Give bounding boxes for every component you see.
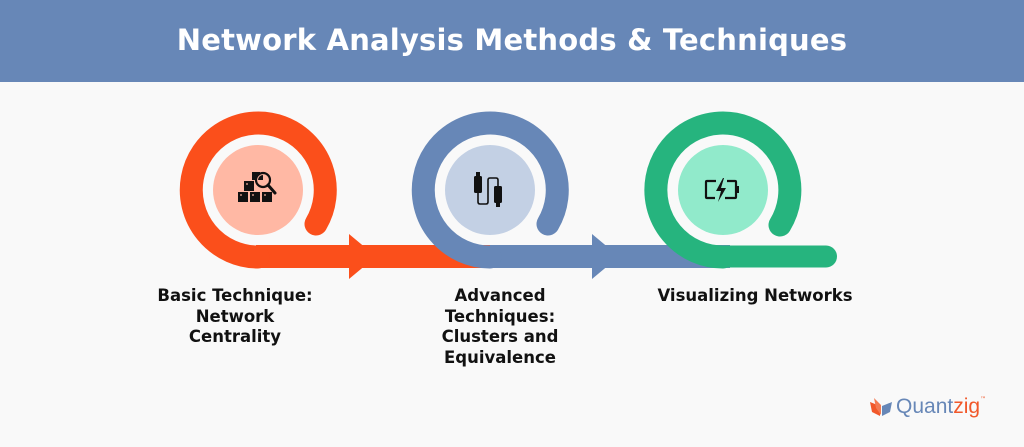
step-2-ring — [411, 111, 569, 269]
boxes-magnifier-icon — [238, 171, 277, 202]
step-3-ring — [644, 111, 802, 269]
logo-trademark: ™ — [980, 396, 987, 403]
step-1-arrowhead — [349, 234, 376, 279]
step-2-arrowhead — [592, 234, 619, 279]
step-2-loop — [411, 111, 730, 279]
step-3-loop — [644, 111, 837, 269]
page-title: Network Analysis Methods & Techniques — [176, 23, 848, 57]
header-banner: Network Analysis Methods & Techniques — [0, 0, 1024, 82]
step-3-label: Visualizing Networks — [657, 286, 853, 305]
step-2-inner-circle — [445, 145, 535, 235]
battery-charging-icon — [704, 178, 739, 202]
cable-connector-icon — [474, 172, 502, 207]
quantzig-logo: Quant zig ™ — [868, 392, 986, 422]
logo-book-icon — [870, 398, 892, 416]
step-1-inner-circle — [213, 145, 303, 235]
step-1-ring — [179, 111, 337, 269]
step-1-label: Basic Technique: Network Centrality — [157, 286, 313, 346]
step-1-loop — [179, 111, 496, 279]
step-2-label: Advanced Techniques: Clusters and Equiva… — [441, 286, 559, 367]
logo-text-zig: zig — [953, 395, 981, 418]
logo-text-quant: Quant — [896, 395, 954, 418]
